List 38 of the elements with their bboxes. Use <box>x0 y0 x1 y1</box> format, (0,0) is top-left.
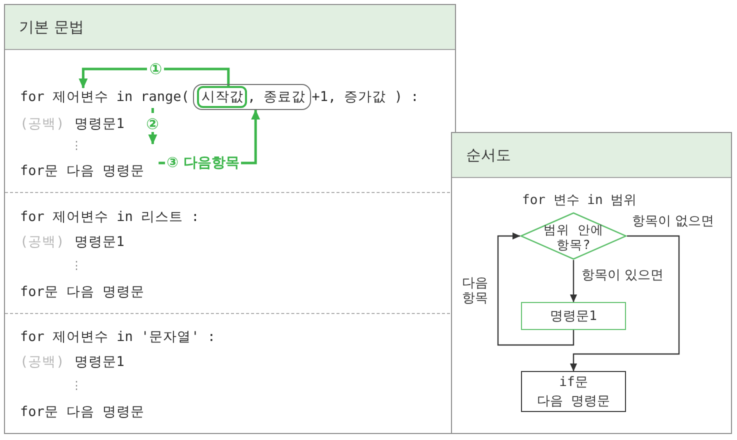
decision-diamond <box>520 212 627 260</box>
vertical-ellipsis: ⋮ <box>71 378 82 394</box>
arrow <box>78 68 230 88</box>
code-text: , 종료값 <box>247 88 306 106</box>
code-text: for문 다음 명령문 <box>20 162 145 180</box>
code-text: for문 다음 명령문 <box>20 403 145 421</box>
code-text: for문 다음 명령문 <box>20 283 145 301</box>
code-text: for 제어변수 in '문자열' : <box>20 328 216 346</box>
code-text: 제어변수 <box>52 88 108 106</box>
vertical-ellipsis: ⋮ <box>71 258 82 274</box>
panel-title: 순서도 <box>466 146 511 164</box>
highlight-outline: 시작값 <box>197 86 248 108</box>
panel <box>4 4 456 434</box>
highlight-outline <box>193 84 311 110</box>
code-text: for 제어변수 in 리스트 : <box>20 208 200 226</box>
arrow <box>570 260 578 302</box>
indent-note: (공백) <box>20 353 64 371</box>
loop-caption: for 변수 in 범위 <box>522 192 637 210</box>
edge-label: ② <box>144 116 161 132</box>
arrow <box>497 232 574 346</box>
code-text: range( <box>140 88 190 106</box>
code-text: 명령문1 <box>74 353 124 371</box>
decision-text: 범위 안에 항목? <box>542 222 604 252</box>
code-text: 명령문1 <box>74 233 124 251</box>
code-text: for <box>20 88 44 106</box>
code-text: in <box>116 88 133 106</box>
arrow <box>570 235 680 372</box>
panel-title: 기본 문법 <box>19 18 84 36</box>
edge-label: ① <box>147 61 164 77</box>
edge-label: ③ 다음항목 <box>164 155 242 171</box>
code-text: +1, 증가값 ) : <box>312 88 419 106</box>
vertical-ellipsis: ⋮ <box>71 138 82 154</box>
panel <box>451 132 732 434</box>
indent-note: (공백) <box>20 233 64 251</box>
process-box: 명령문1 <box>521 302 626 330</box>
process-box: if문 다음 명령문 <box>521 371 626 412</box>
code-text: 명령문1 <box>74 115 124 133</box>
indent-note: (공백) <box>20 115 64 133</box>
